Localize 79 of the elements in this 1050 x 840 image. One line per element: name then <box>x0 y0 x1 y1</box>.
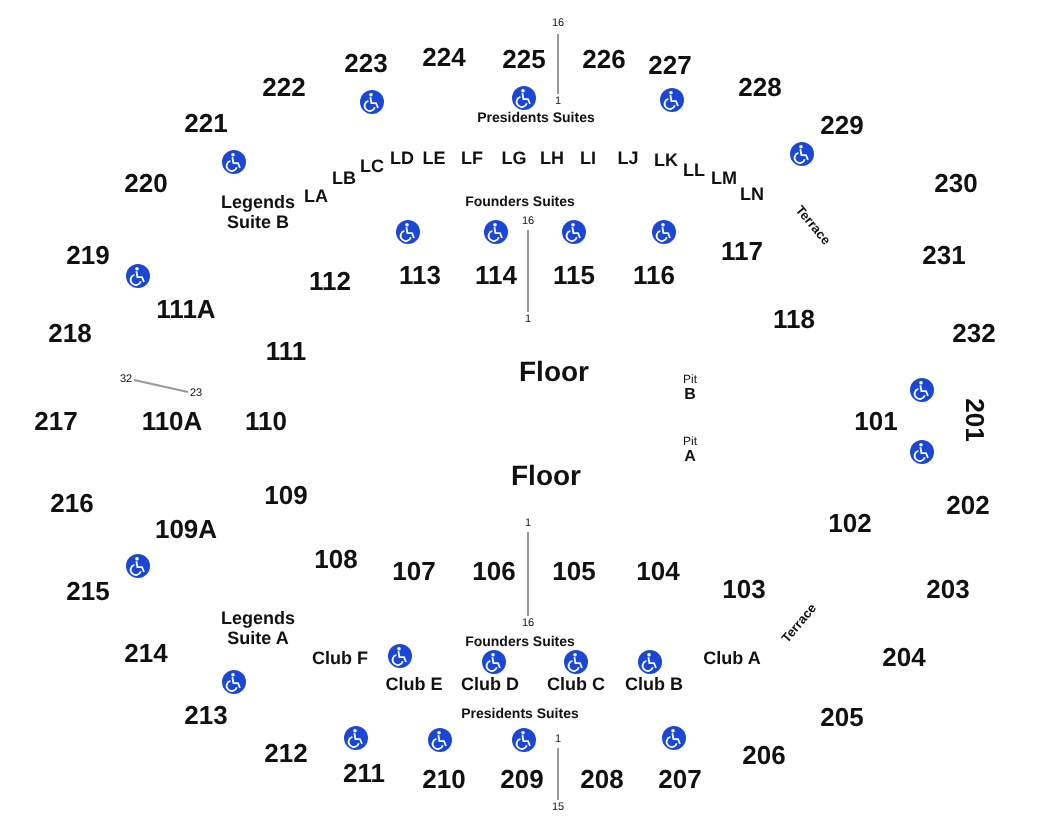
section-number: 226 <box>582 45 626 75</box>
section-number: 215 <box>66 577 110 607</box>
section-number: 219 <box>66 241 110 271</box>
section-number: 220 <box>124 169 168 199</box>
section-number: 202 <box>946 491 990 521</box>
section-number: 201 <box>959 398 989 442</box>
section-number: 222 <box>262 73 306 103</box>
section-number: 101 <box>854 407 898 437</box>
row-label: LF <box>461 150 483 170</box>
section-number: 115 <box>553 261 595 291</box>
section-number: 205 <box>820 703 864 733</box>
section-number: 210 <box>422 765 466 795</box>
section-number: 114 <box>475 261 517 291</box>
section-number: 105 <box>552 557 596 587</box>
row-label: LM <box>711 170 737 190</box>
section-number: 208 <box>580 765 624 795</box>
section-number: 103 <box>722 575 766 605</box>
section-number: 116 <box>633 261 675 291</box>
row-label: LK <box>654 152 678 172</box>
section-number: 111 <box>265 337 307 367</box>
section-number: 229 <box>820 111 864 141</box>
section-number: 230 <box>934 169 978 199</box>
section-number: 213 <box>184 701 228 731</box>
section-number: 227 <box>648 51 692 81</box>
pit-letter: B <box>684 387 696 405</box>
section-number: 104 <box>636 557 680 587</box>
section-number: 109A <box>154 515 218 545</box>
section-number: 206 <box>742 741 786 771</box>
section-number: 204 <box>882 643 926 673</box>
section-number: 108 <box>314 545 358 575</box>
section-number: 228 <box>738 73 782 103</box>
section-number: 232 <box>952 319 996 349</box>
row-label: LJ <box>617 150 639 170</box>
section-number: 214 <box>124 639 168 669</box>
row-label: LI <box>580 150 596 170</box>
row-label: LH <box>540 150 564 170</box>
row-label: Club C <box>547 676 605 696</box>
section-number: 107 <box>392 557 436 587</box>
section-number: 221 <box>184 109 228 139</box>
pit-letter: A <box>684 449 696 467</box>
section-number: 106 <box>472 557 516 587</box>
section-number: 225 <box>502 45 546 75</box>
section-number: 102 <box>828 509 872 539</box>
section-number: 203 <box>926 575 970 605</box>
row-label: LN <box>740 186 764 206</box>
row-label: LE <box>422 150 446 170</box>
suite-label: Legends Suite A <box>218 610 297 650</box>
floor-label: Floor <box>511 460 581 492</box>
floor-label: Floor <box>519 356 589 388</box>
row-label: LC <box>360 158 384 178</box>
section-number: 109 <box>264 481 308 511</box>
section-number: 217 <box>34 407 78 437</box>
row-label: Club B <box>625 676 683 696</box>
section-number: 216 <box>50 489 94 519</box>
section-number: 113 <box>399 261 441 291</box>
section-number: 207 <box>658 765 702 795</box>
row-label: Club F <box>312 650 368 670</box>
row-label: Club A <box>703 650 761 670</box>
section-number: 211 <box>343 759 385 789</box>
section-number: 212 <box>264 739 308 769</box>
section-number: 110A <box>141 407 203 437</box>
row-label: Club D <box>461 676 519 696</box>
row-label: Club E <box>385 676 443 696</box>
section-number: 209 <box>500 765 544 795</box>
row-label: LB <box>332 170 356 190</box>
section-number: 223 <box>344 49 388 79</box>
row-label: LA <box>304 188 328 208</box>
suite-label: Legends Suite B <box>218 194 297 234</box>
section-number: 118 <box>773 305 815 335</box>
section-number: 110 <box>245 407 287 437</box>
row-label: LL <box>683 162 705 182</box>
section-number: 231 <box>922 241 966 271</box>
section-number: 224 <box>422 43 466 73</box>
section-number: 112 <box>309 267 351 297</box>
row-label: LG <box>501 150 527 170</box>
row-label: LD <box>390 150 414 170</box>
section-number: 218 <box>48 319 92 349</box>
section-number: 117 <box>721 237 763 267</box>
section-number: 111A <box>156 295 216 325</box>
